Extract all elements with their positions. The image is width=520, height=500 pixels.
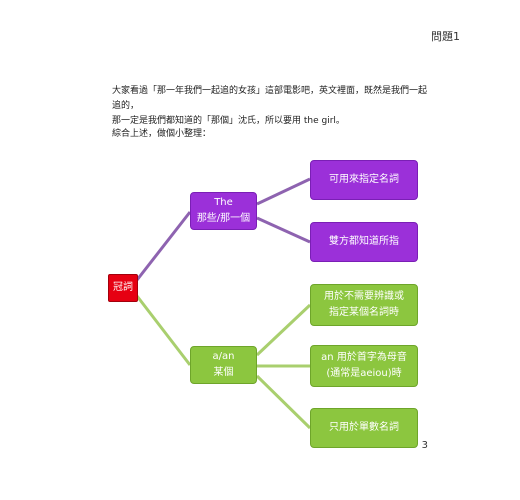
node-a-child-1-line1: 用於不需要辨識或 (324, 291, 404, 302)
connector-a-child-1 (255, 303, 312, 357)
connector-the-child-1 (256, 177, 311, 206)
node-a-child-3: 只用於單數名詞 (310, 408, 418, 448)
node-the-child-2-text: 雙方都知道所指 (329, 236, 399, 247)
node-a-child-2-line2: (通常是aeiou)時 (326, 368, 402, 379)
connector-a-child-3 (255, 374, 312, 430)
node-the-child-2: 雙方都知道所指 (310, 222, 418, 262)
node-the-line2: 那些/那一個 (196, 213, 251, 224)
node-the-child-1-text: 可用來指定名詞 (329, 174, 399, 185)
page-header-title: 問題1 (431, 30, 460, 43)
connector-root-a (135, 295, 192, 366)
node-a-child-1: 用於不需要辨識或 指定某個名詞時 (310, 284, 418, 326)
node-a-child-3-text: 只用於單數名詞 (329, 422, 399, 433)
page-number: 3 (421, 440, 428, 451)
node-the-child-1: 可用來指定名詞 (310, 160, 418, 200)
root-label: 冠詞 (113, 282, 133, 293)
node-a-child-2: an 用於首字為母音 (通常是aeiou)時 (310, 345, 418, 387)
node-a-an-line2: 某個 (213, 367, 234, 378)
node-a-an-line1: a/an (212, 351, 235, 362)
node-a-an: a/an 某個 (190, 346, 257, 384)
connector-the-child-2 (256, 216, 311, 244)
paragraph-line-2: 那一定是我們都知道的「那個」沈氏，所以要用 the girl。 (112, 116, 345, 126)
root-node-articles: 冠詞 (108, 274, 138, 302)
paragraph-line-1: 大家看過「那一年我們一起追的女孩」這部電影吧，英文裡面，既然是我們一起追的， (112, 86, 428, 111)
node-the-line1: The (214, 197, 233, 208)
node-the: The 那些/那一個 (190, 192, 257, 230)
node-a-child-2-line1: an 用於首字為母音 (321, 352, 407, 363)
node-a-child-1-line2: 指定某個名詞時 (329, 307, 399, 318)
connector-root-the (135, 211, 192, 281)
summary-text: 綜合上述，做個小整理： (112, 129, 212, 139)
body-paragraph: 大家看過「那一年我們一起追的女孩」這部電影吧，英文裡面，既然是我們一起追的， 那… (112, 84, 432, 129)
